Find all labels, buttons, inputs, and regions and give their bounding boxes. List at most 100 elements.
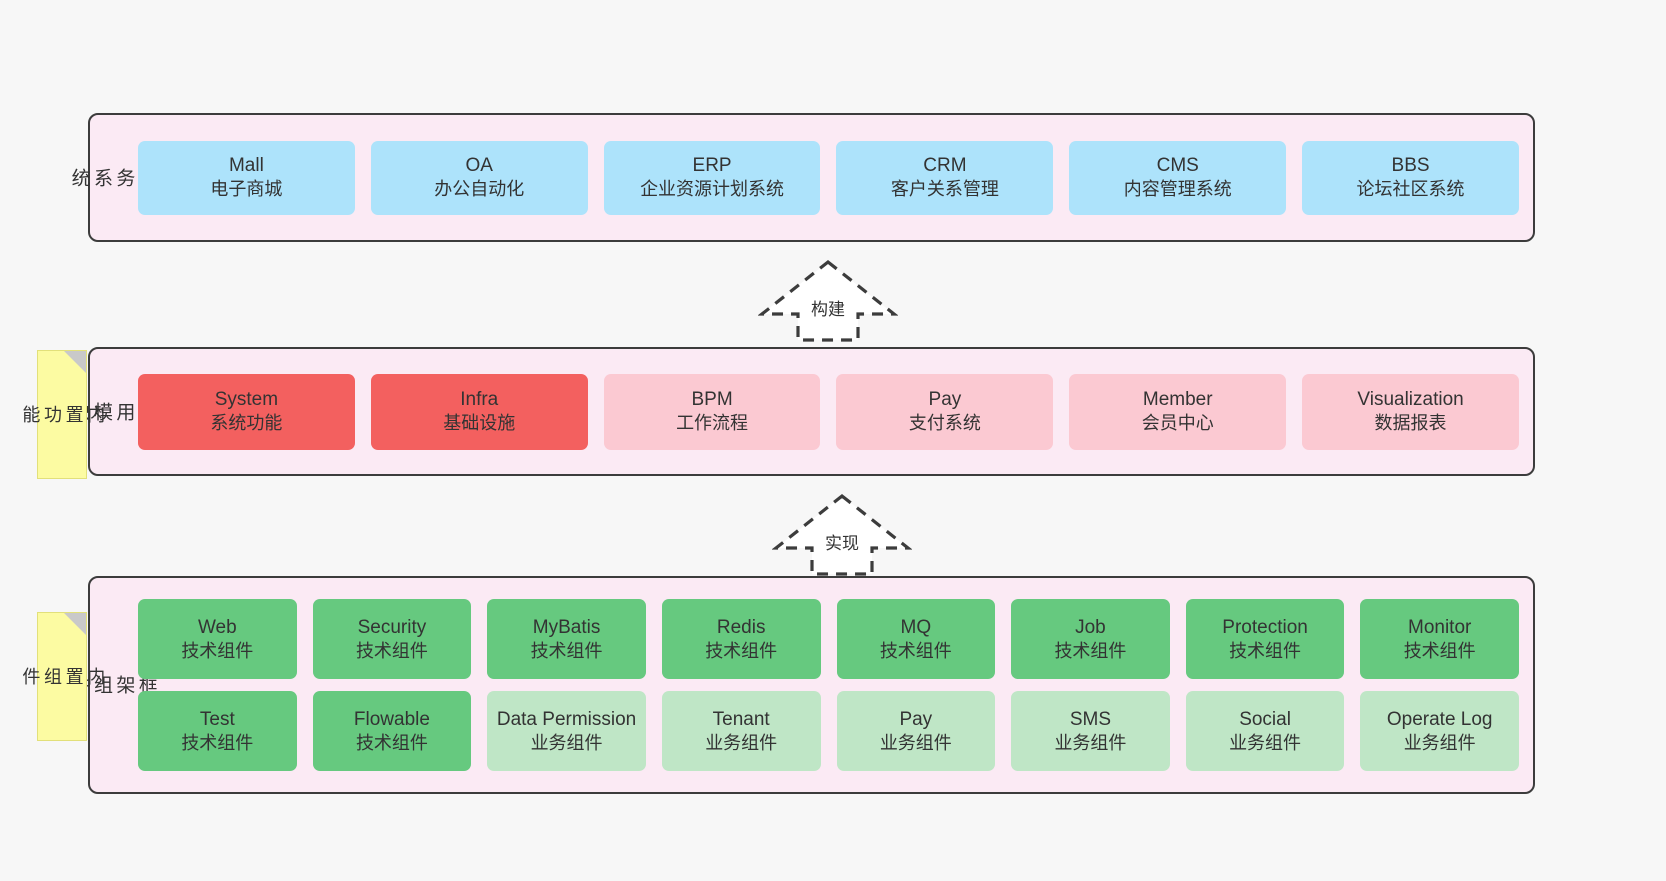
card-cms-name: CMS [1156, 155, 1199, 177]
card-test-desc: 技术组件 [181, 732, 254, 753]
card-erp-name: ERP [692, 155, 732, 177]
card-crm-name: CRM [923, 155, 967, 177]
layer-framework-components-body: Web 技术组件 Security 技术组件 MyBatis 技术组件 Redi… [134, 578, 1533, 792]
card-mq-name: MQ [900, 616, 932, 638]
layer-framework-components: 框 架 组 件 Web 技术组件 Security 技术组件 MyBatis 技… [69, 576, 1535, 794]
card-mall-desc: 电子商城 [210, 179, 283, 200]
card-mq-desc: 技术组件 [879, 640, 952, 661]
card-visualization-name: Visualization [1357, 389, 1464, 411]
card-crm-desc: 客户关系管理 [890, 179, 999, 200]
card-bpm-name: BPM [691, 389, 733, 411]
sticky-note-builtin-features-label: 内 置 功 能 [20, 405, 106, 424]
card-test-name: Test [199, 708, 235, 730]
card-mybatis[interactable]: MyBatis 技术组件 [487, 599, 646, 679]
card-pay-component-name: Pay [899, 708, 933, 730]
card-oa[interactable]: OA 办公自动化 [370, 140, 588, 215]
business-systems-row: Mall 电子商城 OA 办公自动化 ERP 企业资源计划系统 CRM 客户关系… [138, 140, 1519, 215]
card-member[interactable]: Member 会员中心 [1069, 373, 1287, 450]
sticky-note-builtin-components: 内 置 组 件 [20, 612, 105, 741]
sticky-note-builtin-features: 内 置 功 能 [20, 350, 105, 479]
card-protection-name: Protection [1222, 616, 1308, 638]
card-flowable-desc: 技术组件 [355, 732, 428, 753]
card-social-desc: 业务组件 [1229, 732, 1302, 753]
card-redis-name: Redis [716, 616, 766, 638]
card-protection-desc: 技术组件 [1229, 640, 1302, 661]
card-bpm[interactable]: BPM 工作流程 [603, 373, 821, 450]
layer-business-systems: 业 务 系 统 Mall 电子商城 OA 办公自动化 ERP 企业资源计划系统 … [68, 113, 1535, 242]
arrow-build: 构建 [758, 258, 898, 342]
card-security-name: Security [357, 616, 427, 638]
arrow-implement-icon [772, 493, 912, 576]
sticky-note-builtin-components-label: 内 置 组 件 [20, 667, 106, 686]
layer-business-systems-title: 业 务 系 统 [68, 167, 157, 188]
card-web[interactable]: Web 技术组件 [138, 599, 297, 679]
card-system[interactable]: System 系统功能 [138, 373, 355, 450]
card-data-permission-name: Data Permission [496, 708, 637, 730]
layer-business-systems-body: Mall 电子商城 OA 办公自动化 ERP 企业资源计划系统 CRM 客户关系… [134, 115, 1533, 240]
card-data-permission-desc: 业务组件 [530, 732, 603, 753]
card-oa-desc: 办公自动化 [434, 179, 525, 200]
card-data-permission[interactable]: Data Permission 业务组件 [487, 691, 646, 771]
card-member-desc: 会员中心 [1141, 413, 1214, 434]
card-redis[interactable]: Redis 技术组件 [661, 599, 821, 679]
card-infra-desc: 基础设施 [443, 413, 516, 434]
card-web-desc: 技术组件 [181, 640, 254, 661]
card-social[interactable]: Social 业务组件 [1185, 691, 1345, 771]
card-system-name: System [214, 389, 279, 411]
card-test[interactable]: Test 技术组件 [138, 691, 297, 771]
card-crm[interactable]: CRM 客户关系管理 [836, 140, 1054, 215]
card-mq[interactable]: MQ 技术组件 [836, 599, 996, 679]
card-bbs-name: BBS [1391, 155, 1430, 177]
arrow-implement: 实现 [772, 492, 912, 576]
card-monitor-desc: 技术组件 [1403, 640, 1476, 661]
card-pay-module-name: Pay [928, 389, 962, 411]
card-protection[interactable]: Protection 技术组件 [1185, 599, 1345, 679]
card-cms-desc: 内容管理系统 [1123, 179, 1232, 200]
card-job-name: Job [1075, 616, 1106, 638]
card-system-desc: 系统功能 [210, 413, 283, 434]
card-bpm-desc: 工作流程 [676, 413, 749, 434]
card-sms-desc: 业务组件 [1054, 732, 1127, 753]
card-flowable[interactable]: Flowable 技术组件 [312, 691, 472, 771]
card-mall[interactable]: Mall 电子商城 [138, 140, 355, 215]
card-sms-name: SMS [1069, 708, 1112, 730]
layer-common-modules: 通 用 模 块 System 系统功能 Infra 基础设施 BPM 工作流程 … [69, 347, 1535, 476]
card-infra-name: Infra [460, 389, 499, 411]
arrow-build-icon [758, 259, 898, 342]
card-visualization[interactable]: Visualization 数据报表 [1302, 373, 1519, 450]
card-infra[interactable]: Infra 基础设施 [370, 373, 588, 450]
card-operate-log[interactable]: Operate Log 业务组件 [1360, 691, 1519, 771]
card-bbs[interactable]: BBS 论坛社区系统 [1302, 140, 1519, 215]
card-sms[interactable]: SMS 业务组件 [1011, 691, 1170, 771]
card-security[interactable]: Security 技术组件 [312, 599, 472, 679]
common-modules-row: System 系统功能 Infra 基础设施 BPM 工作流程 Pay 支付系统… [138, 373, 1519, 450]
card-tenant[interactable]: Tenant 业务组件 [661, 691, 821, 771]
sticky-fold-icon [64, 351, 86, 373]
card-bbs-desc: 论坛社区系统 [1356, 179, 1465, 200]
card-monitor[interactable]: Monitor 技术组件 [1360, 599, 1519, 679]
card-job-desc: 技术组件 [1054, 640, 1127, 661]
card-pay-module-desc: 支付系统 [908, 413, 981, 434]
card-visualization-desc: 数据报表 [1374, 413, 1447, 434]
card-pay-component-desc: 业务组件 [879, 732, 952, 753]
sticky-fold-icon [64, 613, 86, 635]
card-pay-component[interactable]: Pay 业务组件 [836, 691, 996, 771]
card-mybatis-desc: 技术组件 [530, 640, 603, 661]
card-pay-module[interactable]: Pay 支付系统 [836, 373, 1054, 450]
card-job[interactable]: Job 技术组件 [1011, 599, 1170, 679]
card-web-name: Web [197, 616, 237, 638]
framework-components-row-1: Web 技术组件 Security 技术组件 MyBatis 技术组件 Redi… [138, 599, 1519, 679]
card-monitor-name: Monitor [1408, 616, 1472, 638]
card-security-desc: 技术组件 [355, 640, 428, 661]
card-operate-log-desc: 业务组件 [1403, 732, 1476, 753]
card-mybatis-name: MyBatis [532, 616, 601, 638]
card-tenant-desc: 业务组件 [705, 732, 778, 753]
card-operate-log-name: Operate Log [1386, 708, 1493, 730]
layer-common-modules-body: System 系统功能 Infra 基础设施 BPM 工作流程 Pay 支付系统… [134, 349, 1533, 474]
card-oa-name: OA [465, 155, 493, 177]
card-flowable-name: Flowable [353, 708, 430, 730]
card-cms[interactable]: CMS 内容管理系统 [1069, 140, 1287, 215]
card-redis-desc: 技术组件 [705, 640, 778, 661]
card-erp[interactable]: ERP 企业资源计划系统 [603, 140, 821, 215]
framework-components-row-2: Test 技术组件 Flowable 技术组件 Data Permission … [138, 691, 1519, 771]
